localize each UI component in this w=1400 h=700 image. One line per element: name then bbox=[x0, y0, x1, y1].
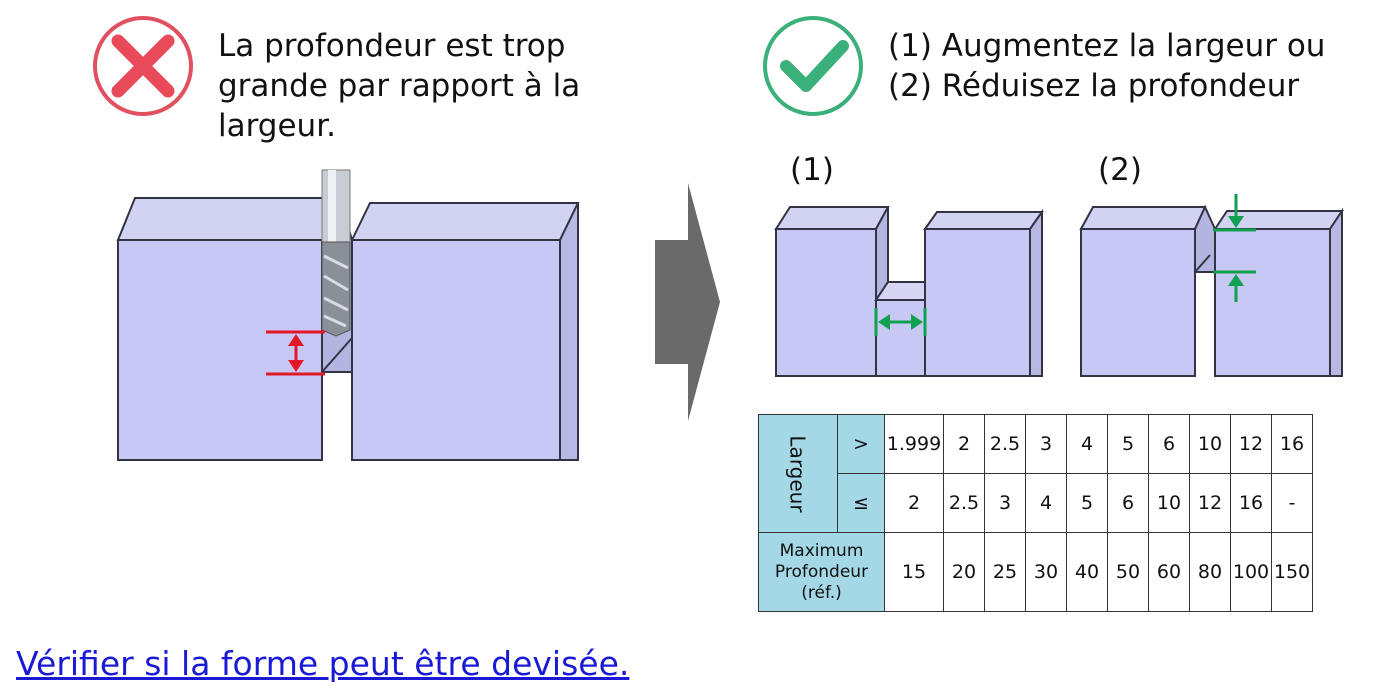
table-cell: 6 bbox=[1148, 414, 1190, 474]
wide-slot-block bbox=[774, 206, 1044, 377]
table-cell: 25 bbox=[984, 532, 1026, 612]
table-cell: 1.999 bbox=[884, 414, 944, 474]
transition-arrow bbox=[655, 183, 720, 421]
table-cell: - bbox=[1271, 473, 1313, 533]
table-cell: 50 bbox=[1107, 532, 1149, 612]
table-cell: 12 bbox=[1189, 473, 1231, 533]
table-cell: 3 bbox=[1025, 414, 1067, 474]
table-row-max-depth: Maximum Profondeur (réf.) 15 20 25 30 40… bbox=[758, 532, 1313, 612]
cross-icon bbox=[93, 16, 193, 116]
solution-line-2: (2) Réduisez la profondeur bbox=[888, 68, 1300, 104]
width-depth-table: Largeur > 1.999 2 2.5 3 4 5 6 10 12 16 ≤… bbox=[758, 414, 1313, 612]
table-cell: 4 bbox=[1066, 414, 1108, 474]
table-cell: 15 bbox=[884, 532, 944, 612]
table-cell: 16 bbox=[1271, 414, 1313, 474]
table-cell: 12 bbox=[1230, 414, 1272, 474]
table-cell: 6 bbox=[1107, 473, 1149, 533]
table-cell: 2 bbox=[884, 473, 944, 533]
problem-text: La profondeur est trop grande par rappor… bbox=[218, 28, 581, 144]
check-shape-link[interactable]: Vérifier si la forme peut être devisée. bbox=[16, 644, 630, 683]
solution-line-1: (1) Augmentez la largeur ou bbox=[888, 28, 1326, 64]
table-cell: 2 bbox=[943, 414, 985, 474]
end-mill-tool bbox=[321, 169, 351, 337]
caption-option-1: (1) bbox=[790, 152, 834, 188]
gt-symbol: > bbox=[837, 414, 885, 474]
row-header-largeur: Largeur bbox=[758, 414, 838, 533]
table-cell: 40 bbox=[1066, 532, 1108, 612]
table-row-le: ≤ 2 2.5 3 4 5 6 10 12 16 - bbox=[759, 473, 1313, 533]
depth-dimension-green bbox=[1213, 194, 1256, 302]
table-row-gt: Largeur > 1.999 2 2.5 3 4 5 6 10 12 16 bbox=[758, 414, 1313, 533]
caption-option-2: (2) bbox=[1098, 152, 1142, 188]
width-dimension-green bbox=[874, 308, 927, 336]
shallow-slot-block bbox=[1079, 204, 1344, 377]
solution-text: (1) Augmentez la largeur ou (2) Réduisez… bbox=[888, 26, 1388, 106]
table-cell: 100 bbox=[1230, 532, 1272, 612]
le-symbol: ≤ bbox=[837, 473, 885, 533]
table-cell: 16 bbox=[1230, 473, 1272, 533]
table-cell: 2.5 bbox=[984, 414, 1026, 474]
table-cell: 30 bbox=[1025, 532, 1067, 612]
check-icon bbox=[763, 16, 863, 116]
table-cell: 10 bbox=[1189, 414, 1231, 474]
table-cell: 4 bbox=[1025, 473, 1067, 533]
table-cell: 2.5 bbox=[943, 473, 985, 533]
table-cell: 20 bbox=[943, 532, 985, 612]
depth-dimension-red bbox=[266, 330, 325, 376]
table-cell: 150 bbox=[1271, 532, 1313, 612]
table-cell: 5 bbox=[1107, 414, 1149, 474]
table-cell: 5 bbox=[1066, 473, 1108, 533]
max-depth-header: Maximum Profondeur (réf.) bbox=[758, 532, 885, 612]
table-cell: 3 bbox=[984, 473, 1026, 533]
table-cell: 60 bbox=[1148, 532, 1190, 612]
table-cell: 80 bbox=[1189, 532, 1231, 612]
table-cell: 10 bbox=[1148, 473, 1190, 533]
